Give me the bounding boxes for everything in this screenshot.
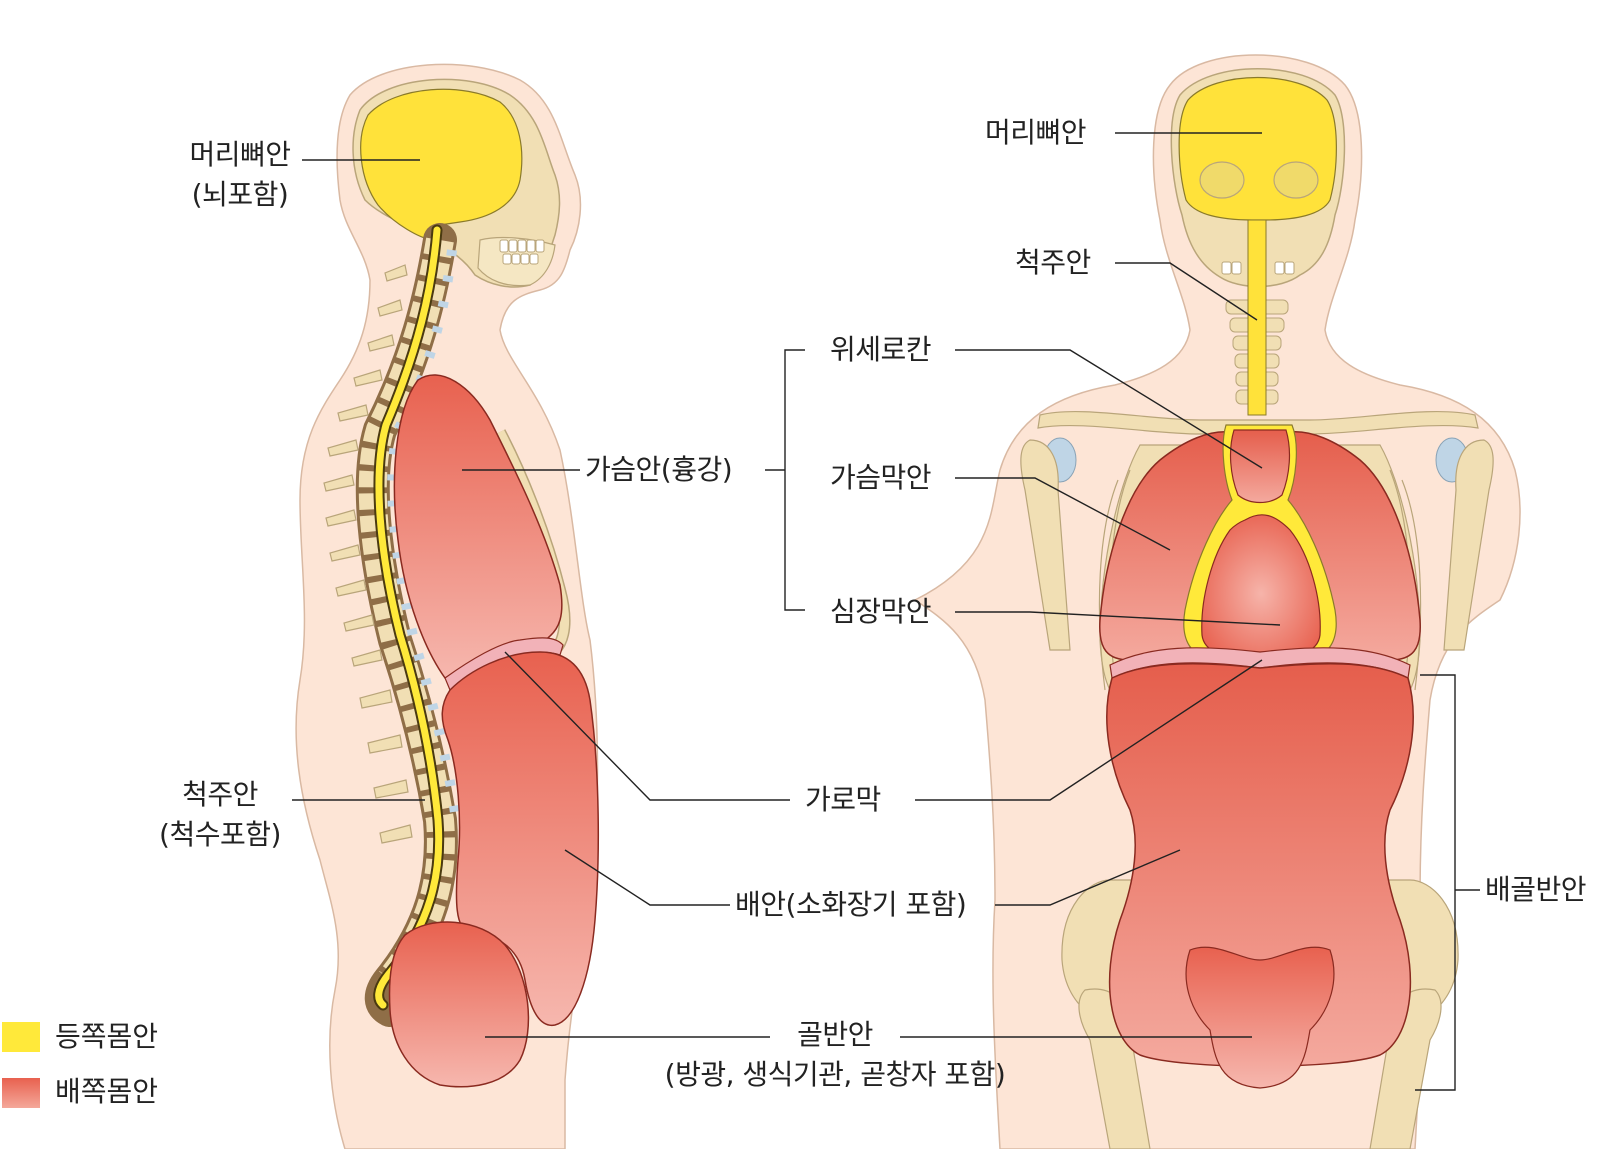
label-spinal-side-1: 척주안 — [182, 778, 258, 811]
front-pelvic-cavity[interactable] — [1185, 946, 1335, 1089]
legend-label-dorsal: 등쪽몸안 — [55, 1020, 159, 1053]
label-thoracic-cavity: 가슴안(흉강) — [585, 453, 733, 486]
label-spinal-side-2: (척수포함) — [159, 818, 281, 851]
front-view-figure — [913, 54, 1521, 1149]
label-pelvic-cavity-1: 골반안 — [797, 1018, 873, 1051]
legend-swatch-dorsal — [2, 1022, 40, 1052]
label-diaphragm: 가로막 — [805, 783, 881, 816]
label-cranial-side-2: (뇌포함) — [191, 178, 289, 211]
side-teeth — [499, 239, 545, 265]
label-cranial-side-1: 머리뼈안 — [189, 138, 291, 171]
side-view-figure — [295, 63, 600, 1149]
legend-swatch-ventral — [2, 1078, 40, 1108]
label-pleural-cavity: 가슴막안 — [830, 461, 932, 494]
label-abdominopelvic-cavity: 배골반안 — [1485, 873, 1587, 906]
front-abdominal-cavity[interactable] — [1106, 663, 1414, 1067]
front-teeth — [1221, 261, 1295, 275]
front-clavicles — [1037, 410, 1479, 435]
front-vertebral-cavity[interactable] — [1247, 219, 1267, 416]
front-cranial-cavity[interactable] — [1178, 77, 1337, 221]
side-pelvic-cavity[interactable] — [388, 921, 530, 1088]
label-cranial-front: 머리뼈안 — [985, 116, 1087, 149]
label-vertebral-front: 척주안 — [1015, 246, 1091, 279]
front-femurs — [1078, 988, 1442, 1149]
leader-lines — [292, 132, 1480, 1091]
label-abdominal-cavity: 배안(소화장기 포함) — [735, 888, 967, 921]
legend-label-ventral: 배쪽몸안 — [55, 1075, 159, 1108]
label-pericardial-cavity: 심장막안 — [830, 595, 932, 628]
front-arm-bones — [1020, 439, 1494, 651]
front-eye-sockets — [1199, 161, 1319, 199]
label-pelvic-cavity-2: (방광, 생식기관, 곧창자 포함) — [664, 1058, 1006, 1091]
label-superior-mediastinum: 위세로칸 — [830, 333, 932, 366]
side-cranial-cavity[interactable] — [360, 88, 523, 241]
